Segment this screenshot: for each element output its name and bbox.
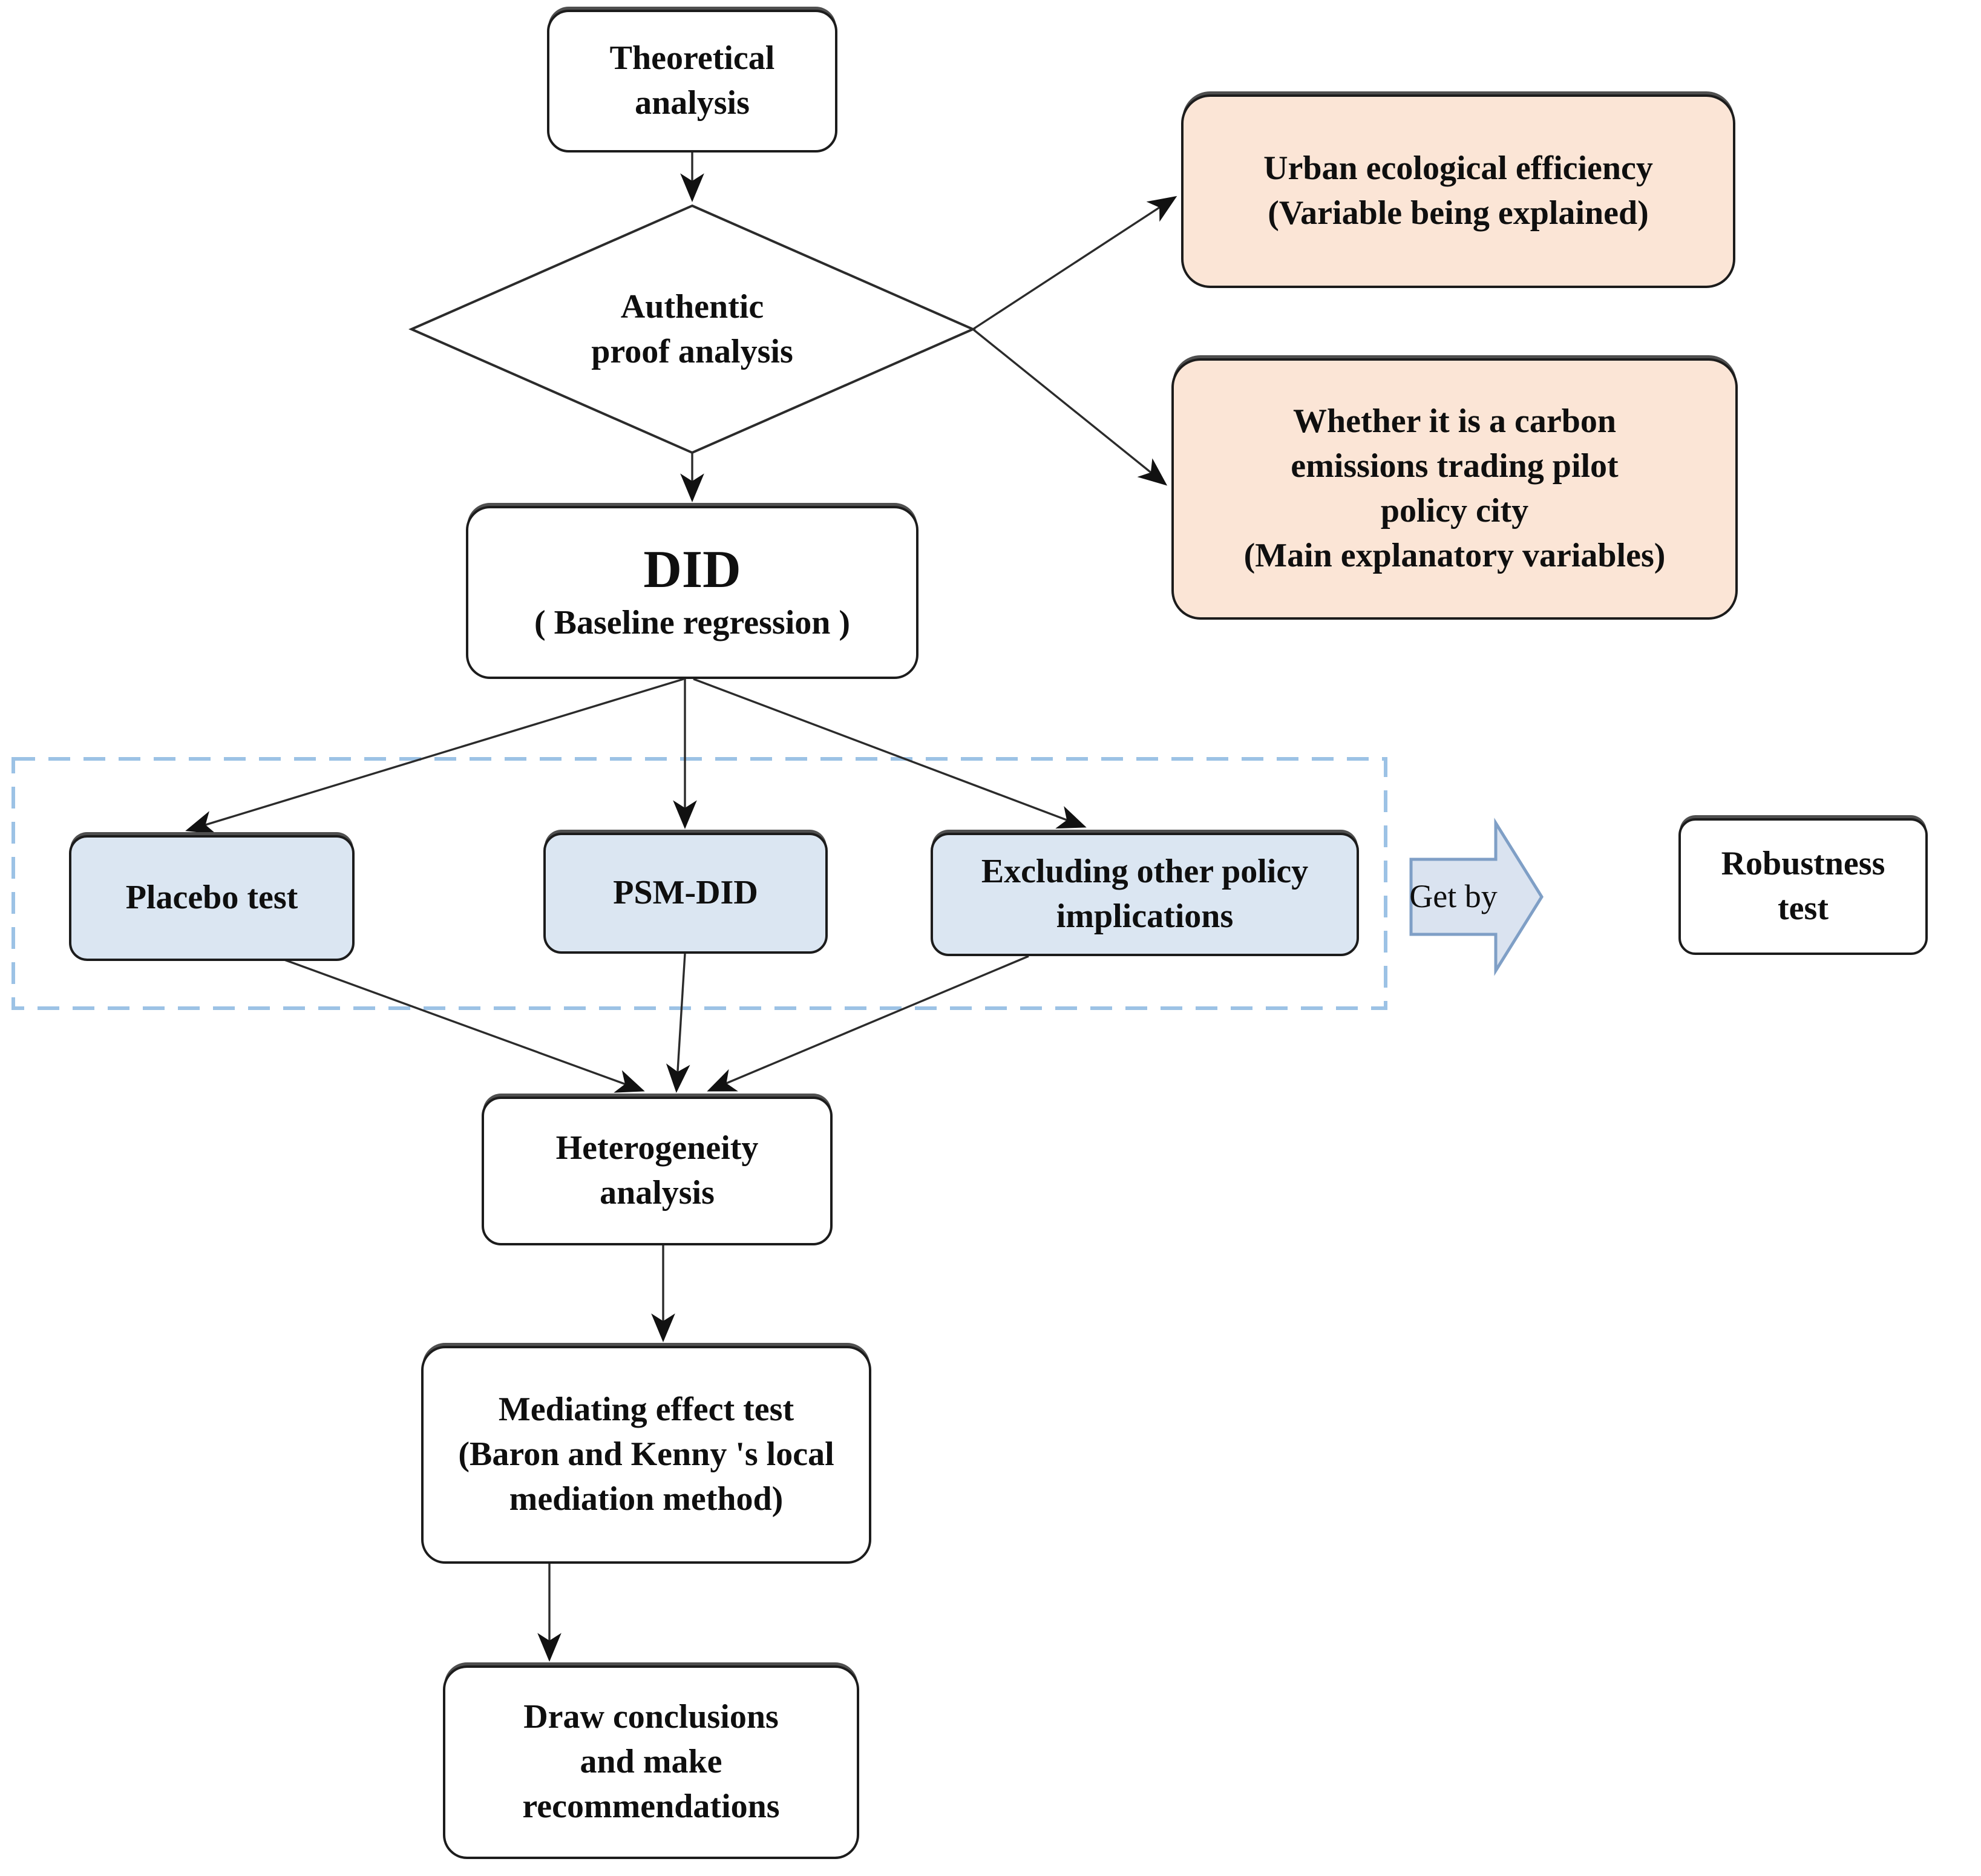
did-baseline-regression-node: DID ( Baseline regression ) bbox=[466, 506, 918, 679]
edge-psm-did-to-heterogeneity bbox=[666, 953, 690, 1093]
urban-ecological-efficiency-node: Urban ecological efficiency (Variable be… bbox=[1181, 94, 1735, 288]
robustness-test-node: Robustness test bbox=[1678, 818, 1928, 955]
excluding-other-policy-node: Excluding other policy implications bbox=[931, 833, 1359, 956]
draw-conclusions-node: Draw conclusions and make recommendation… bbox=[443, 1665, 859, 1859]
edge-did-to-excluding-other-policy bbox=[693, 678, 1087, 829]
mediating-effect-test-node: Mediating effect test (Baron and Kenny '… bbox=[421, 1346, 871, 1564]
get-by-label: Get by bbox=[1409, 878, 1498, 915]
theoretical-analysis-node: Theoretical analysis bbox=[547, 10, 837, 153]
carbon-pilot-policy-node: Whether it is a carbon emissions trading… bbox=[1171, 358, 1738, 620]
edge-diamond-to-urban-ecological-efficiency bbox=[972, 195, 1177, 330]
edge-did-to-placebo-test bbox=[185, 678, 684, 835]
authentic-proof-analysis-label: Authentic proof analysis bbox=[591, 288, 793, 370]
heterogeneity-analysis-node: Heterogeneity analysis bbox=[482, 1097, 833, 1245]
psm-did-node: PSM-DID bbox=[543, 833, 828, 954]
edge-diamond-to-carbon-pilot-policy bbox=[972, 328, 1168, 486]
robustness-tests-dashed-container bbox=[11, 757, 1387, 1010]
edge-excluding-to-heterogeneity bbox=[707, 955, 1029, 1092]
get-by-arrow bbox=[1409, 818, 1544, 976]
edge-placebo-to-heterogeneity bbox=[284, 959, 645, 1093]
placebo-test-node: Placebo test bbox=[69, 835, 355, 961]
